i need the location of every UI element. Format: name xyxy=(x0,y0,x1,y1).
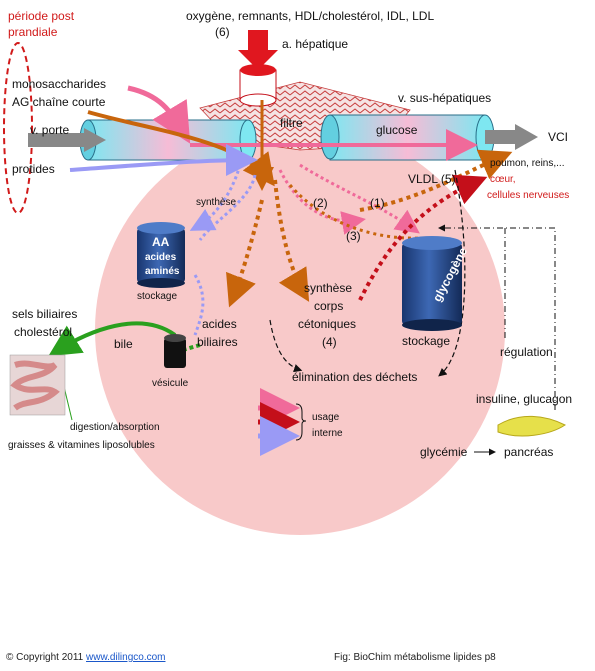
ketone-synthesis-label-2: corps xyxy=(314,299,343,313)
filter-label: filtre xyxy=(280,116,303,130)
step-3-label: (3) xyxy=(346,229,361,243)
gallbladder-barrel xyxy=(164,334,186,368)
glucose-label: glucose xyxy=(376,123,418,137)
heart-label: cœur, xyxy=(490,174,516,185)
aa-to-bile-flow xyxy=(193,274,205,336)
waste-elimination-label: élimination des déchets xyxy=(292,370,417,384)
lipogenesis-flow xyxy=(278,169,366,235)
bile-acids-label-1: acides xyxy=(202,317,237,331)
legend-usage-label: usage xyxy=(312,412,340,423)
monosaccharides-label: monosaccharides xyxy=(12,77,106,91)
regulation-label: régulation xyxy=(500,345,553,359)
bile-acids-label-2: biliaires xyxy=(197,335,238,349)
legend-arrows xyxy=(258,388,307,456)
short-chain-fa-label: AG chaîne courte xyxy=(12,95,106,109)
pancreas-label: pancréas xyxy=(504,445,553,459)
aa-label: AA xyxy=(152,235,170,249)
step-2-label: (2) xyxy=(313,196,328,210)
footer-copyright: © Copyright 2011 www.dilingco.com xyxy=(6,652,166,663)
pancreas-icon xyxy=(497,415,566,437)
amino-acids-label-1: acides xyxy=(145,252,177,263)
glycogen-storage-label: stockage xyxy=(402,334,450,348)
portal-vein-label: v. porte xyxy=(30,123,69,137)
glycogen-barrel xyxy=(402,236,462,331)
hepatic-artery-label: a. hépatique xyxy=(282,37,348,51)
intestine-icon xyxy=(9,354,66,416)
top-inputs-label: oxygène, remnants, HDL/cholestérol, IDL,… xyxy=(186,9,434,23)
hepatic-veins-label: v. sus-hépatiques xyxy=(398,91,491,105)
period-label-1: période post xyxy=(8,9,75,23)
inputs-number-label: (6) xyxy=(215,25,230,39)
amino-acids-label-2: aminés xyxy=(145,266,180,277)
nerve-cells-label: cellules nerveuses xyxy=(487,190,569,201)
fats-vitamins-label: graisses & vitamines liposolubles xyxy=(8,440,155,451)
elimination-arrow xyxy=(269,319,303,373)
cholesterol-label: cholestérol xyxy=(14,325,72,339)
amino-acid-barrel xyxy=(137,222,185,288)
vci-label: VCI xyxy=(548,130,568,144)
aa-synthesis-flow xyxy=(198,174,257,241)
copyright-text: © Copyright 2011 xyxy=(6,652,84,663)
ketone-synthesis-label-3: cétoniques xyxy=(298,317,356,331)
period-label-2: prandiale xyxy=(8,25,58,39)
hepatic-artery xyxy=(239,64,277,107)
legend-internal-label: interne xyxy=(312,428,343,439)
portal-vein xyxy=(79,119,257,161)
synthesis-label: synthèse xyxy=(196,197,236,208)
glucose-red-flow xyxy=(358,174,488,301)
ketone-synthesis-label-4: (4) xyxy=(322,335,337,349)
gallbladder-label: vésicule xyxy=(152,378,189,389)
glycogen-orange-flow xyxy=(288,184,421,240)
site-link[interactable]: www.dilingco.com xyxy=(86,652,166,663)
bile-label: bile xyxy=(114,337,133,351)
regulation-line xyxy=(438,224,556,410)
monosaccharide-flow xyxy=(127,85,191,144)
lungs-kidneys-label: poumon, reins,... xyxy=(490,158,564,169)
elimination-arrow-2 xyxy=(438,169,466,377)
glycogen-synthesis-flow xyxy=(299,163,420,234)
ketone-synthesis-label-1: synthèse xyxy=(304,281,352,295)
ketone-flow xyxy=(273,179,310,302)
aa-storage-flow xyxy=(189,164,242,231)
hepatic-veins xyxy=(320,114,495,161)
protides-label: protides xyxy=(12,162,55,176)
bile-flow xyxy=(48,321,177,357)
vci-outflow-arrowhead xyxy=(515,124,538,150)
figure-caption: Fig: BioChim métabolisme lipides p8 xyxy=(334,652,496,663)
glycemia-label: glycémie xyxy=(420,445,468,459)
digestion-label: digestion/absorption xyxy=(70,422,160,433)
bile-salts-label: sels biliaires xyxy=(12,307,77,321)
step-1-label: (1) xyxy=(370,196,385,210)
aa-storage-label: stockage xyxy=(137,291,177,302)
hepatic-artery-arrow xyxy=(238,30,278,70)
portal-inflow-arrowhead xyxy=(84,128,106,152)
bile-acid-flow xyxy=(226,199,264,308)
insulin-glucagon-label: insuline, glucagon xyxy=(476,392,572,406)
vldl-label: VLDL (5) xyxy=(408,172,456,186)
post-prandial-bracket xyxy=(3,42,33,214)
protide-flow xyxy=(69,144,258,177)
